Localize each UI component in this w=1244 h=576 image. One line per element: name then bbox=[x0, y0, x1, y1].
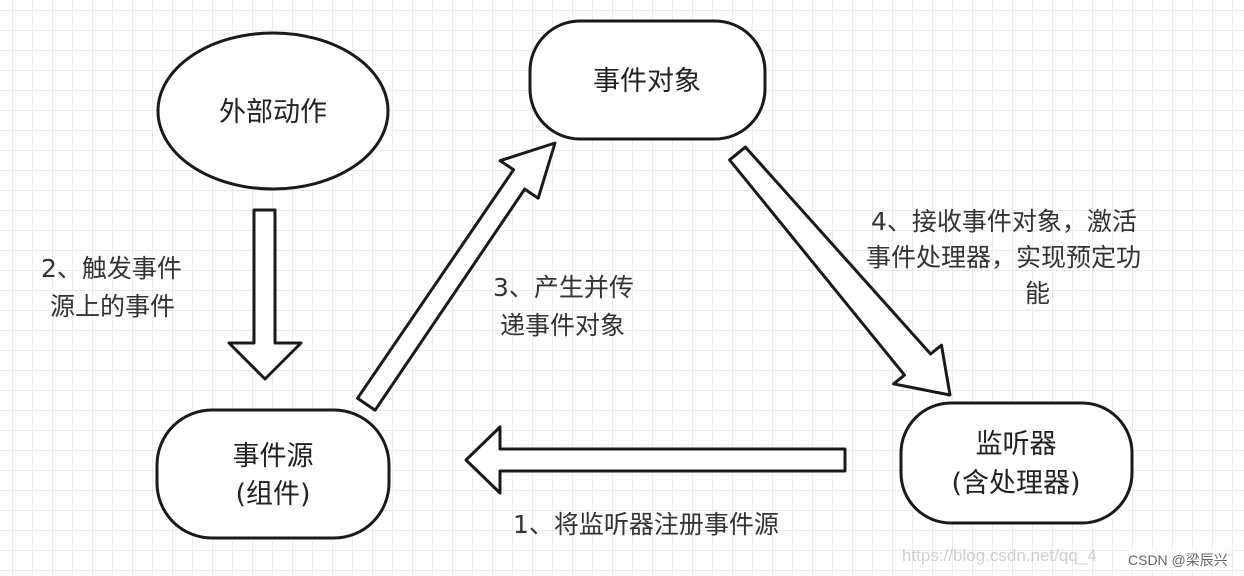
external-action-label: 外部动作 bbox=[219, 97, 327, 128]
arrow-trigger bbox=[227, 208, 303, 381]
csdn-brand: CSDN @梁辰兴 bbox=[1128, 550, 1228, 570]
trigger-label-line2: 源上的事件 bbox=[50, 292, 175, 321]
event-object-label: 事件对象 bbox=[593, 66, 701, 97]
event-source-sublabel: (组件) bbox=[235, 479, 310, 510]
listener-sublabel: (含处理器) bbox=[951, 468, 1080, 499]
node-listener bbox=[899, 401, 1134, 525]
node-event-object bbox=[528, 19, 767, 141]
register-label: 1、将监听器注册事件源 bbox=[513, 510, 779, 539]
activate-label-line1: 4、接收事件对象，激活 bbox=[871, 207, 1137, 236]
listener-label: 监听器 bbox=[976, 429, 1057, 460]
watermark-url: https://blog.csdn.net/qq_4 bbox=[902, 546, 1097, 565]
arrow-generate bbox=[356, 141, 557, 412]
arrow-register bbox=[464, 425, 847, 495]
generate-label-line2: 递事件对象 bbox=[500, 311, 625, 340]
trigger-label-line1: 2、触发事件 bbox=[41, 254, 182, 283]
activate-label-line3: 能 bbox=[1025, 279, 1050, 308]
event-source-label: 事件源 bbox=[233, 441, 314, 472]
activate-label-line2: 事件处理器，实现预定功 bbox=[866, 243, 1141, 272]
node-event-source bbox=[155, 408, 391, 540]
arrow-activate bbox=[728, 145, 952, 397]
generate-label-line1: 3、产生并传 bbox=[493, 273, 634, 302]
node-external-action bbox=[156, 31, 390, 191]
